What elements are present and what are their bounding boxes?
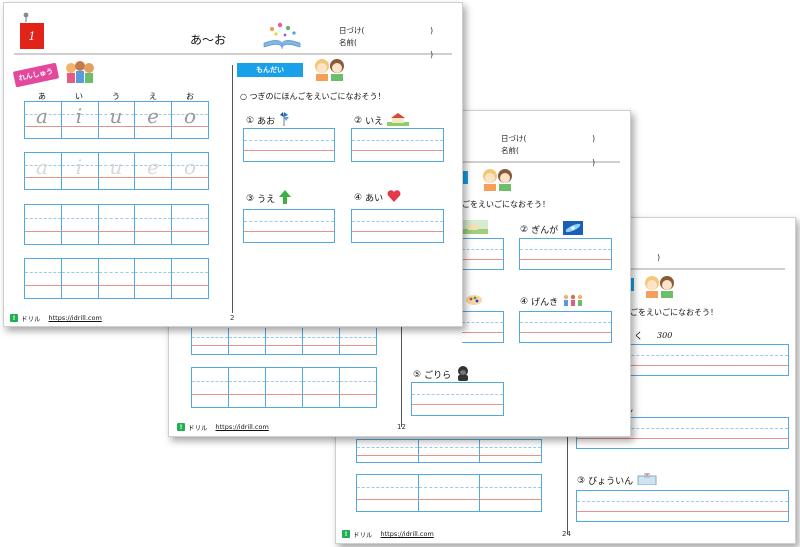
footer-logo: ! ドリル https://idrill.com [177, 422, 269, 432]
up-arrow-icon [279, 190, 292, 207]
answer-box[interactable] [462, 311, 504, 343]
mondai-badge: もんだい [237, 63, 303, 77]
column-divider [401, 327, 402, 427]
word-label: ④ げんき [520, 294, 584, 309]
page-number: 2 [230, 314, 235, 322]
worksheet-page-2: 1 あ〜お 日づけ() 名前() れんしゅう あ い う え お a i u e… [3, 2, 463, 327]
word-label: ③ びょういん [577, 472, 657, 488]
kana-heading: う [112, 92, 120, 101]
pinwheel-icon [279, 112, 290, 129]
page-number: 12 [397, 423, 406, 431]
writing-grid[interactable] [24, 204, 209, 245]
hospital-icon [637, 472, 657, 488]
lesson-number-badge: 1 [20, 23, 44, 49]
column-divider [232, 65, 233, 313]
galaxy-icon [563, 221, 584, 238]
practice-grid [191, 367, 377, 408]
answer-box[interactable] [351, 128, 444, 162]
mondai-badge-edge [459, 171, 468, 184]
children-illustration-icon [312, 57, 348, 85]
tracing-grid-dark [24, 101, 209, 139]
answer-box[interactable] [519, 238, 612, 270]
kids-icon [562, 294, 584, 309]
kana-heading: い [75, 92, 83, 101]
word-label: ① あお [246, 112, 290, 129]
footer-logo: ! ドリル https://idrill.com [342, 529, 434, 539]
gorilla-icon [455, 365, 471, 384]
romaji-trace: u [109, 155, 123, 179]
word-label: ⑤ ごりら [413, 365, 471, 384]
answer-box[interactable] [351, 209, 444, 243]
children-group-icon [64, 60, 96, 88]
answer-box[interactable] [462, 238, 504, 270]
footer-url-link[interactable]: https://idrill.com [48, 314, 102, 322]
practice-grid [356, 439, 542, 463]
instruction-text: ごをえいごになおそう！ [462, 200, 550, 209]
romaji-trace: e [147, 104, 159, 128]
page-header: 1 あ〜お 日づけ() 名前() [14, 9, 452, 59]
practice-tag: れんしゅう [12, 62, 60, 88]
practice-grid [356, 474, 542, 512]
answer-box[interactable] [576, 490, 789, 522]
house-icon [387, 112, 410, 129]
instruction-text: ○ つぎのにほんごをえいごになおそう！ [240, 92, 386, 101]
word-label: く 300 [634, 331, 673, 342]
instruction-tail: ごをえいごになおそう！ [630, 308, 718, 317]
romaji-trace: o [183, 155, 197, 179]
children-illustration-icon [480, 167, 516, 195]
page-title: あ〜お [190, 33, 227, 47]
word-label: ② いえ [354, 112, 410, 129]
kana-heading: お [186, 92, 194, 101]
answer-box[interactable] [519, 311, 612, 343]
writing-grid[interactable] [24, 258, 209, 299]
romaji-trace: e [147, 155, 159, 179]
open-book-icon [260, 19, 304, 55]
romaji-trace: u [109, 104, 123, 128]
page-number: 24 [562, 530, 571, 538]
children-illustration-icon [642, 274, 678, 302]
practice-grid [191, 328, 377, 355]
romaji-trace: o [183, 104, 197, 128]
kana-heading: あ [38, 92, 46, 101]
heart-icon [387, 190, 401, 205]
header-fields: 日づけ() 名前() [339, 26, 433, 59]
kana-heading: え [149, 92, 157, 101]
footer-logo: ! ドリル https://idrill.com [10, 313, 102, 323]
header-fields: 日づけ() 名前() [501, 134, 595, 167]
romaji-trace: i [75, 155, 83, 179]
tracing-grid-light [24, 152, 209, 190]
answer-box[interactable] [243, 128, 335, 162]
column-divider [567, 436, 568, 534]
answer-box[interactable] [243, 209, 335, 243]
romaji-trace: i [75, 104, 83, 128]
house-scene-icon [462, 219, 488, 238]
pin-icon [22, 7, 30, 26]
paint-icon [465, 291, 483, 310]
footer-url-link[interactable]: https://idrill.com [215, 423, 269, 431]
word-label: ② ぎんが [520, 221, 584, 238]
romaji-trace: a [36, 155, 48, 179]
word-label: ④ あい [354, 190, 401, 205]
word-label: ③ うえ [246, 190, 292, 207]
footer-url-link[interactable]: https://idrill.com [380, 530, 434, 538]
answer-box[interactable] [411, 382, 504, 416]
romaji-trace: a [36, 104, 48, 128]
